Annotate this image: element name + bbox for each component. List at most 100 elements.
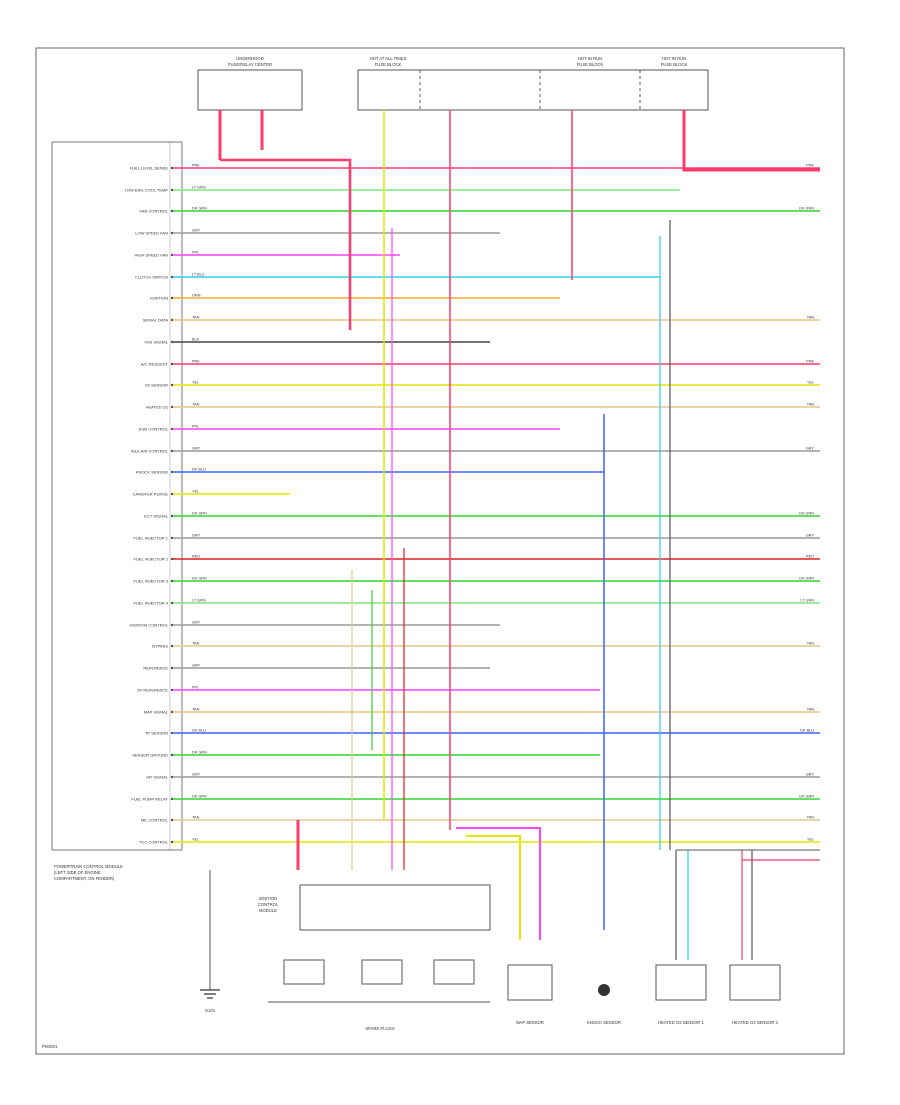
fuse-block-mid [357, 69, 709, 111]
page-border [35, 47, 845, 1055]
vwire-yellow-bottom [466, 835, 521, 940]
pin-label-3: FAN CONTROL [140, 209, 169, 214]
pin-label-16: CANISTER PURGE [132, 492, 168, 497]
pcm-pin-27 [170, 731, 174, 735]
wire-code-28: DK GRN [192, 751, 207, 755]
wire-code-right-11: YEL [807, 381, 814, 385]
pin-label-8: SERIAL DATA [143, 318, 169, 323]
pin-label-1: FUEL LEVEL SENSE [130, 166, 168, 171]
ignition-coil-module-label-1: IGNITION [259, 896, 278, 901]
wire-code-3: DK GRN [192, 207, 207, 211]
pcm-pin-24 [170, 666, 174, 670]
pin-label-7: IGNITION [150, 296, 168, 301]
pcm-label-3: COMPARTMENT, ON FENDER) [54, 876, 115, 881]
pcm-pin-3 [170, 209, 174, 213]
pcm-pin-30 [170, 797, 174, 801]
pcm-pin-13 [170, 427, 174, 431]
map-sensor-box [507, 964, 553, 1001]
pcm-body [51, 141, 183, 851]
pin-label-29: IAT SIGNAL [146, 775, 168, 780]
wires [170, 166, 820, 844]
ignition-coil-module-label-2: CONTROL [258, 902, 279, 907]
wire-code-6: LT BLU [192, 273, 205, 277]
pin-label-23: BYPASS [152, 644, 168, 649]
pin-label-10: A/C REQUEST [141, 362, 169, 367]
wire-code-7: ORN [192, 294, 201, 298]
pin-label-27: TP SENSOR [145, 731, 168, 736]
fuse-blocks [197, 69, 709, 111]
pcm-pin-1 [170, 166, 174, 170]
fuse-block-left-label-2: FUSE/RELAY CENTER [228, 62, 272, 67]
pin-label-28: SENSOR GROUND [132, 753, 168, 758]
wire-code-9: BLK [192, 338, 200, 342]
fuse-block-mid-label-2: FUSE BLOCK [375, 62, 402, 67]
pin-label-19: FUEL INJECTOR 2 [134, 557, 169, 562]
wire-code-26: TAN [192, 708, 200, 712]
wire-code-right-23: TAN [807, 642, 815, 646]
pcm-pin-12 [170, 405, 174, 409]
pin-label-22: IGNITION CONTROL [130, 623, 169, 628]
wire-code-5: PPL [192, 251, 199, 255]
pcm-pin-9 [170, 340, 174, 344]
footer-code: P00001 [42, 1044, 58, 1049]
pcm-pin-4 [170, 231, 174, 235]
wire-code-17: DK GRN [192, 512, 207, 516]
pcm-pin-6 [170, 275, 174, 279]
ignition-coil-module-label-3: MODULE [259, 908, 277, 913]
pcm-pin-29 [170, 775, 174, 779]
pin-label-26: MAP SIGNAL [144, 710, 169, 715]
knock-sensor-symbol [598, 984, 610, 996]
pin-label-18: FUEL INJECTOR 1 [134, 536, 169, 541]
wire-code-18: GRY [192, 534, 201, 538]
wire-code-32: YEL [192, 838, 199, 842]
fuse-block-mid-label-1: HOT AT ALL TIMES [370, 56, 407, 61]
fuse-block-right2-label-2: FUSE BLOCK [661, 62, 688, 67]
ignition-module-box [299, 884, 491, 931]
fuse-block-right2-label-1: HOT IN RUN [662, 56, 686, 61]
pcm-pin-2 [170, 188, 174, 192]
o2-sensor-1-label-1: HEATED O2 SENSOR 1 [658, 1020, 704, 1025]
wire-code-right-18: GRY [806, 534, 815, 538]
bottom-components [200, 849, 820, 1003]
pcm-pin-7 [170, 296, 174, 300]
pin-label-32: TCC CONTROL [139, 840, 169, 845]
wire-code-13: PPL [192, 425, 199, 429]
wire-code-right-32: YEL [807, 838, 814, 842]
pcm-pin-28 [170, 753, 174, 757]
fuse-block-right1-label-1: HOT IN RUN [578, 56, 602, 61]
coil-2 [361, 959, 403, 985]
pcm-pin-23 [170, 644, 174, 648]
map-sensor-label-1: MAP SENSOR [516, 1020, 544, 1025]
fuse-block-left-label-1: UNDERHOOD [236, 56, 263, 61]
pcm-label-1: POWERTRAIN CONTROL MODULE [54, 864, 123, 869]
pcm-pin-20 [170, 579, 174, 583]
wire-code-right-14: GRY [806, 447, 815, 451]
vwire-pink-top [220, 158, 352, 330]
pin-label-15: KNOCK SENSOR [136, 470, 168, 475]
wire-code-right-8: TAN [807, 316, 815, 320]
wire-code-14: GRY [192, 447, 201, 451]
wire-code-20: DK GRN [192, 577, 207, 581]
pin-label-2: LOW ENG COOL TEMP [125, 188, 169, 193]
wire-code-right-10: PNK [806, 360, 814, 364]
wire-code-right-19: RED [806, 555, 814, 559]
pin-label-9: VSS SIGNAL [144, 340, 169, 345]
vertical-wires [218, 110, 820, 940]
pin-label-30: FUEL PUMP RELAY [131, 797, 168, 802]
wire-code-right-1: PNK [806, 164, 814, 168]
wire-code-19: RED [192, 555, 200, 559]
ground-g101-label-1: G101 [205, 1008, 216, 1013]
pcm-connector [51, 141, 183, 851]
wire-code-15: DK BLU [192, 468, 206, 472]
fuse-block-right1-label-2: FUSE BLOCK [577, 62, 604, 67]
spark-plugs-label-1: SPARK PLUGS [365, 1026, 394, 1031]
wire-code-4: GRY [192, 229, 201, 233]
pin-label-25: 5V REFERENCE [137, 688, 168, 693]
wire-code-right-30: DK GRN [799, 795, 814, 799]
pin-label-12: HEATED O2 [146, 405, 169, 410]
pin-label-31: MIL CONTROL [141, 818, 169, 823]
labels: FUEL LEVEL SENSE PNK PNK LOW ENG COOL TEMP L… [42, 56, 814, 1049]
wire-code-right-20: DK GRN [799, 577, 814, 581]
